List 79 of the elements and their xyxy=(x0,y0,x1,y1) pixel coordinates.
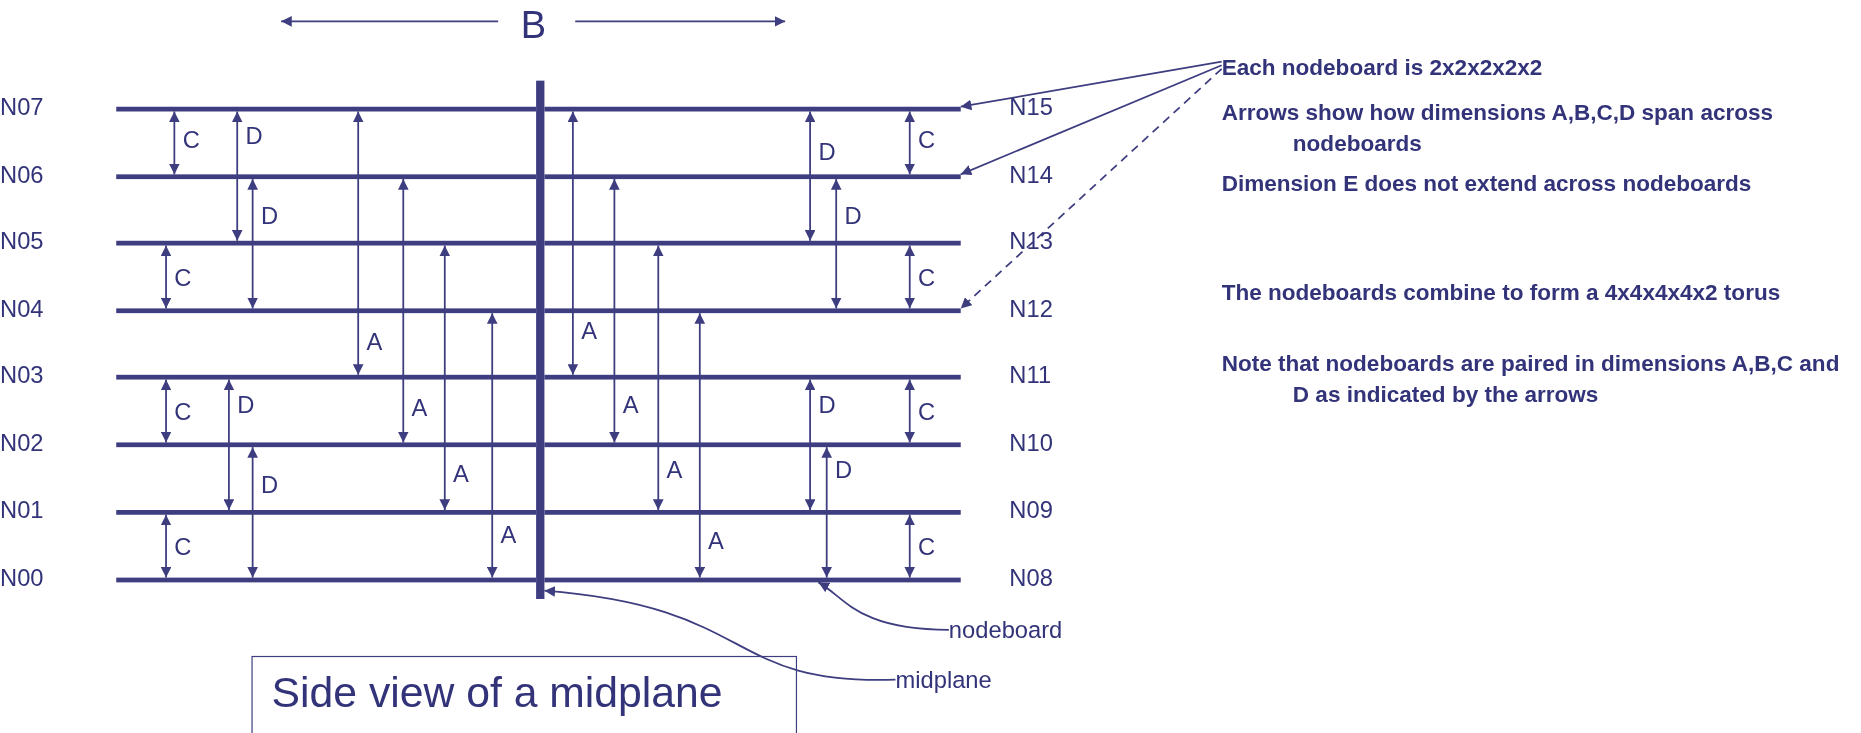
edge-label: C xyxy=(174,264,192,291)
edge-label: D xyxy=(818,138,836,165)
edge-label: D xyxy=(237,391,255,418)
double-arrow xyxy=(609,178,620,444)
board-label: N12 xyxy=(1009,295,1053,322)
edge-label: C xyxy=(918,264,936,291)
board-label: N04 xyxy=(0,295,44,322)
board-label: N03 xyxy=(0,361,44,388)
callout-text: nodeboard xyxy=(948,615,1063,645)
board-label: N08 xyxy=(1009,564,1053,591)
double-arrow xyxy=(904,378,916,444)
board-label: N10 xyxy=(1009,429,1053,456)
callout-arrow xyxy=(959,60,1223,111)
double-arrow xyxy=(169,110,180,176)
note-text: Arrows show how dimensions A,B,C,D span across nodeboards xyxy=(1221,98,1775,158)
double-arrow xyxy=(439,244,451,511)
edge-label: C xyxy=(918,126,936,153)
edge-label: D xyxy=(260,202,279,229)
double-arrow xyxy=(652,244,664,511)
board-label: N11 xyxy=(1009,361,1052,388)
double-arrow xyxy=(904,110,916,176)
double-arrow xyxy=(160,244,172,310)
board-label: N15 xyxy=(1009,93,1053,120)
double-arrow xyxy=(904,513,916,579)
double-arrow xyxy=(160,513,172,579)
edge-label: D xyxy=(245,122,263,149)
edge-label: A xyxy=(666,456,683,483)
double-arrow xyxy=(804,110,816,242)
double-arrow xyxy=(904,244,916,310)
board-label: N09 xyxy=(1009,496,1053,524)
callout-arrow xyxy=(959,67,1223,310)
double-arrow xyxy=(694,312,706,579)
leader-line xyxy=(817,581,950,631)
edge-label: A xyxy=(708,527,724,554)
callout-arrow xyxy=(959,64,1223,176)
board-label: N01 xyxy=(0,496,44,524)
double-arrow xyxy=(247,446,258,579)
double-arrow xyxy=(567,110,579,376)
double-arrow xyxy=(231,110,243,242)
edge-label: A xyxy=(366,328,383,355)
board-label: N06 xyxy=(0,161,44,188)
midplane-bar xyxy=(536,80,545,599)
note-text: The nodeboards combine to form a 4x4x4x4x2 torus xyxy=(1221,278,1782,307)
board-label: N07 xyxy=(0,93,44,120)
double-arrow xyxy=(247,178,258,310)
board-label: N05 xyxy=(0,227,44,254)
double-arrow xyxy=(804,378,816,511)
double-arrow xyxy=(352,110,364,376)
dimension-label: B xyxy=(520,3,546,47)
edge-label: D xyxy=(844,202,862,229)
edge-label: C xyxy=(182,126,200,153)
double-arrow xyxy=(160,378,172,444)
double-arrow xyxy=(486,312,498,579)
edge-label: A xyxy=(581,317,597,344)
board-label: N00 xyxy=(0,564,44,591)
callout-text: midplane xyxy=(895,665,992,694)
edge-label: C xyxy=(918,533,936,560)
edge-label: A xyxy=(453,460,469,487)
double-arrow xyxy=(821,446,833,579)
double-arrow xyxy=(830,178,842,310)
edge-label: C xyxy=(174,398,192,425)
edge-label: C xyxy=(918,398,936,425)
board-label: N14 xyxy=(1009,161,1053,188)
edge-label: D xyxy=(260,472,279,499)
edge-label: A xyxy=(500,521,517,548)
caption-box: Side view of a midplane xyxy=(251,655,798,733)
note-text: Note that nodeboards are paired in dimensions A,B,C and D as indicated by the arrows xyxy=(1221,350,1841,409)
board-label: N02 xyxy=(0,429,44,456)
edge-label: D xyxy=(818,391,836,418)
edge-label: C xyxy=(174,533,192,560)
edge-label: A xyxy=(411,394,428,422)
double-arrow xyxy=(223,378,235,511)
double-arrow xyxy=(397,178,409,444)
board-label: N13 xyxy=(1009,227,1053,254)
edge-label: A xyxy=(622,391,639,418)
note-text: Dimension E does not extend across nodeboards xyxy=(1221,169,1753,198)
callout-text: Each nodeboard is 2x2x2x2x2 xyxy=(1221,52,1543,84)
edge-label: D xyxy=(835,456,853,483)
leader-line xyxy=(543,586,897,681)
